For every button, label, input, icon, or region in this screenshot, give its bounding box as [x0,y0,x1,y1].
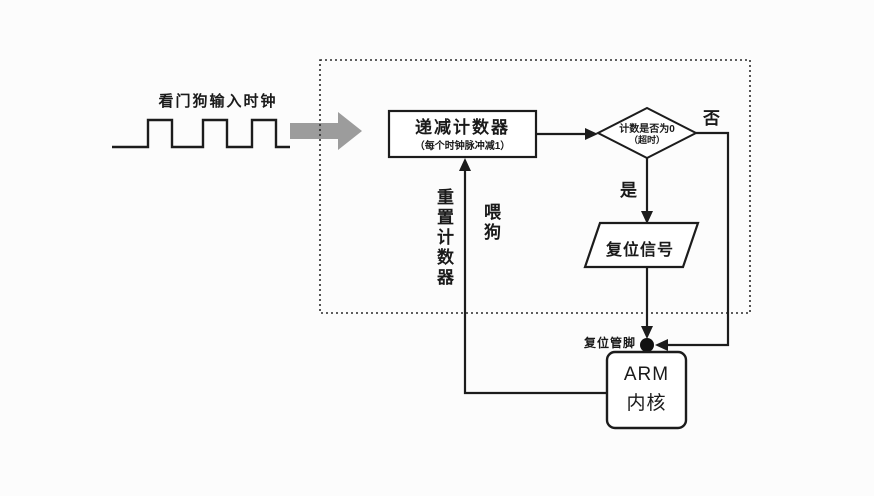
watchdog-boundary [319,59,751,314]
no-branch-line [665,131,730,347]
reset-signal-parallelogram [583,221,700,269]
counter-subtitle: （每个时钟脉冲减1） [414,141,511,152]
yes-branch-arrowhead-icon [641,211,653,224]
reset-pin-label: 复位管脚 [583,336,636,350]
signal-to-pin-arrowhead-icon [641,326,653,339]
feed-dog-label: 喂狗 [481,203,500,243]
counter-to-decision-arrowhead-icon [585,128,598,140]
feed-dog-line [463,168,607,395]
arm-core-label: ARM 内核 [607,360,686,419]
arm-core-box [605,350,688,430]
reset-counter-label: 重置计数器 [434,188,453,288]
decision-question-line2: （超时） [628,135,665,145]
clock-waveform [112,118,290,149]
arm-core-line1: ARM [623,364,670,385]
no-branch-arrowhead-icon [655,339,668,351]
counter-title: 递减计数器 [415,118,510,137]
reset-signal-label: 复位信号 [605,242,674,259]
clock-label: 看门狗输入时钟 [158,93,278,110]
branch-yes-label: 是 [620,181,637,200]
arm-core-line2: 内核 [626,393,667,415]
branch-no-label: 否 [703,109,720,128]
reset-pin-dot [640,338,654,352]
feed-dog-arrowhead-icon [459,158,471,171]
decision-question-line1: 计数是否为0 [619,124,675,135]
input-arrow-icon [290,112,362,150]
